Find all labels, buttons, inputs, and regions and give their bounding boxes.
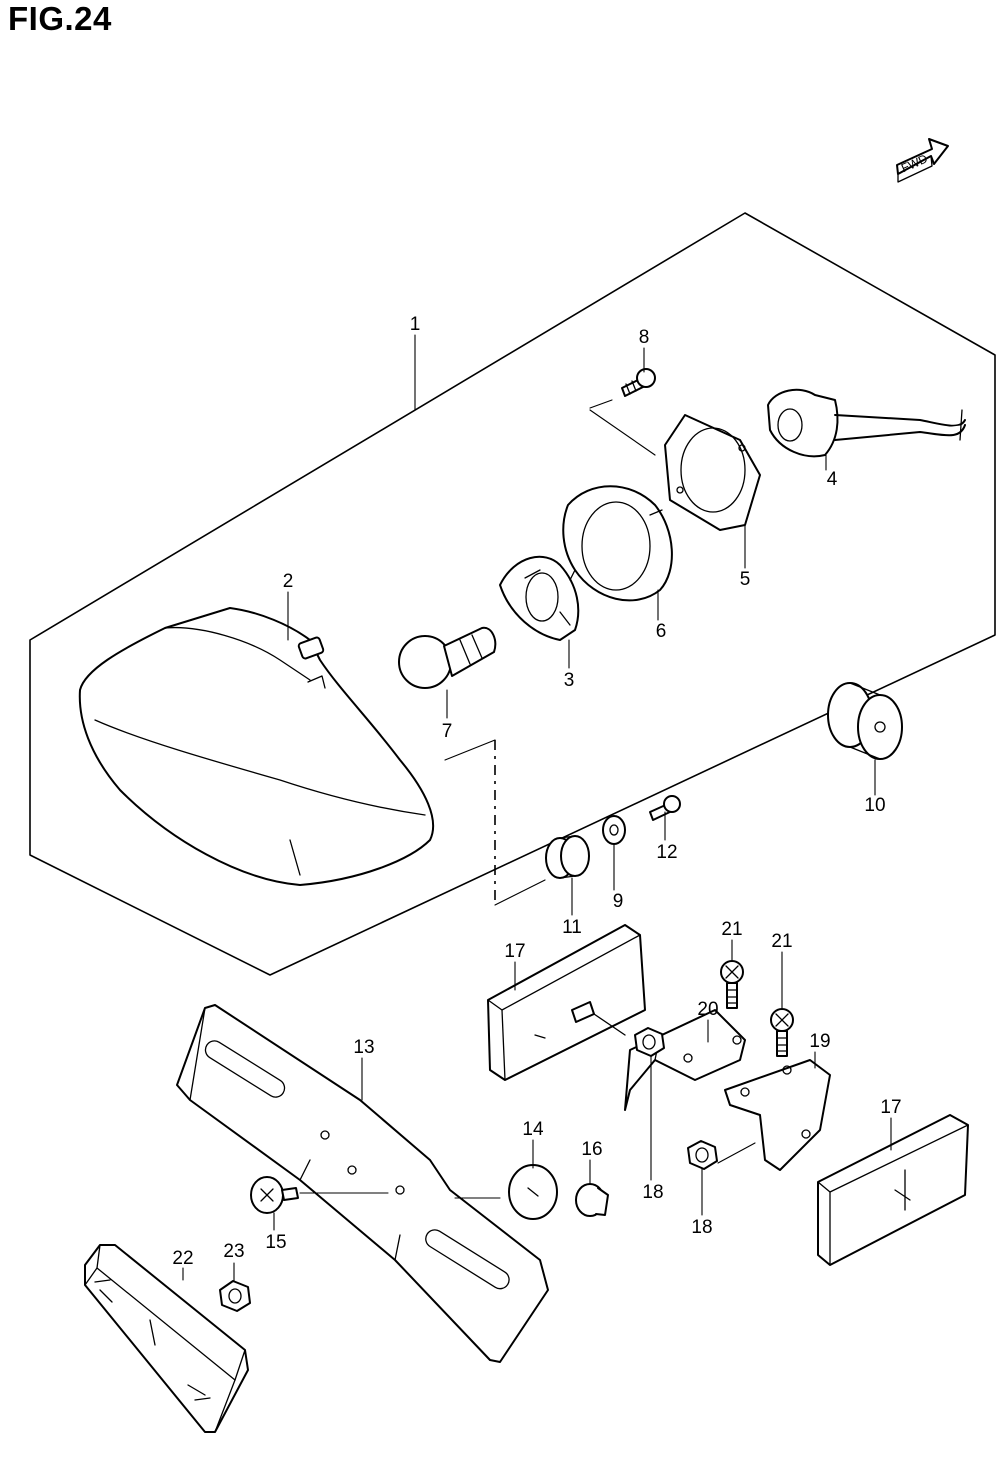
part-21-screw-left	[720, 960, 744, 1009]
part-14-cushion	[508, 1164, 558, 1220]
part-2-lens-housing	[78, 607, 435, 886]
assembly-outline	[29, 212, 996, 976]
callout-1: 1	[410, 314, 421, 335]
part-21-screw-right	[770, 1008, 794, 1057]
fwd-label: FWD	[899, 151, 930, 175]
part-4-socket-cord	[767, 388, 966, 458]
part-7-bulb	[398, 626, 497, 689]
part-12-screw	[649, 795, 681, 821]
callout-10: 10	[864, 795, 885, 816]
part-15-screw	[250, 1176, 299, 1214]
figure-title: FIG.24	[8, 0, 112, 37]
part-16-clip	[575, 1183, 609, 1217]
callout-19: 19	[809, 1031, 830, 1052]
part-18-nut-left	[634, 1027, 665, 1057]
callout-23: 23	[223, 1241, 244, 1262]
part-20-bracket	[571, 1001, 746, 1111]
part-9-washer	[602, 815, 626, 845]
callout-7: 7	[442, 721, 453, 742]
part-22-reflector	[84, 1244, 249, 1433]
callout-15: 15	[265, 1232, 286, 1253]
callout-20: 20	[697, 999, 718, 1020]
alignment-lines	[299, 399, 756, 1199]
callout-18-left: 18	[642, 1182, 663, 1203]
part-23-nut	[219, 1280, 251, 1312]
callout-14: 14	[522, 1119, 544, 1140]
callout-2: 2	[283, 571, 294, 592]
fwd-arrow-icon: FWD	[896, 138, 949, 183]
callout-9: 9	[613, 891, 624, 912]
callout-13: 13	[353, 1037, 374, 1058]
callout-18-right: 18	[691, 1217, 712, 1238]
part-17-reflector-lower	[817, 1114, 969, 1266]
callout-17-upper: 17	[504, 941, 525, 962]
part-19-bracket	[724, 1059, 831, 1171]
callout-6: 6	[656, 621, 667, 642]
part-11-grommet	[545, 835, 590, 879]
part-8-screw	[621, 368, 656, 397]
part-17-reflector-upper	[487, 924, 646, 1081]
callout-17-lower: 17	[880, 1097, 901, 1118]
part-6-ring-nut	[562, 485, 673, 602]
callout-8: 8	[639, 327, 650, 348]
callout-21-right: 21	[771, 931, 792, 952]
callout-16: 16	[581, 1139, 602, 1160]
part-5-gasket	[664, 414, 761, 531]
leader-lines	[182, 334, 892, 1283]
callout-21-left: 21	[721, 919, 742, 940]
part-18-nut-right	[687, 1140, 718, 1170]
part-10-grommet	[827, 682, 903, 760]
part-3-socket-plate	[499, 555, 580, 641]
callout-4: 4	[827, 469, 838, 490]
callout-labels: 1 2 3 4 5 6 7 8 9 10 11 12 13 14 15 16 1…	[172, 314, 901, 1269]
callout-11: 11	[562, 917, 582, 938]
callout-3: 3	[564, 670, 575, 691]
callout-5: 5	[740, 569, 751, 590]
callout-22: 22	[172, 1248, 193, 1269]
callout-12: 12	[656, 842, 677, 863]
